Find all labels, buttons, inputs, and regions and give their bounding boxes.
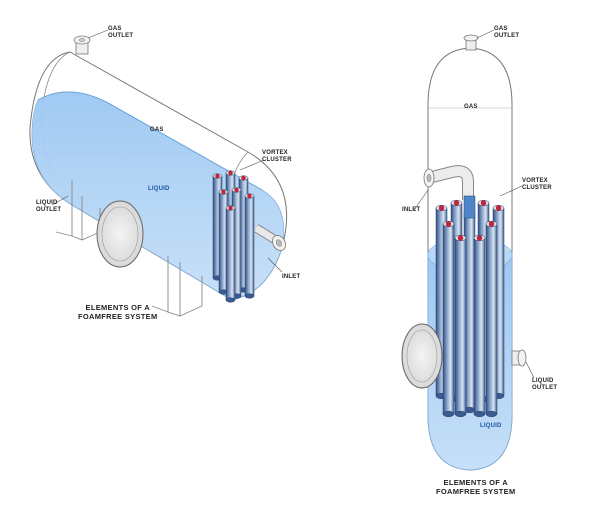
vertical-vessel	[401, 29, 535, 471]
h-gas-outlet-label: GAS OUTLET	[108, 26, 134, 39]
horizontal-vessel	[29, 29, 288, 317]
v-inlet-label: INLET	[402, 207, 421, 213]
v-gas-outlet-label: GAS OUTLET	[494, 26, 520, 39]
v-vortex-tube-9	[473, 235, 486, 417]
horizontal-right-saddle	[151, 256, 203, 317]
vertical-vortex-cluster	[435, 195, 505, 417]
v-vortex-tube-1	[435, 205, 448, 399]
horizontal-gas-outlet-nozzle	[73, 35, 91, 55]
h-gas-label: GAS	[150, 127, 164, 133]
vertical-manway-flange	[401, 323, 443, 389]
v-liquid-outlet-label: LIQUID OUTLET	[532, 378, 558, 391]
v-cluster-hub	[463, 195, 476, 219]
vertical-leader-lines	[413, 29, 535, 379]
horizontal-leader-lines	[51, 29, 283, 273]
v-gas-label: GAS	[464, 104, 478, 110]
v-caption: ELEMENTS OF A FOAMFREE SYSTEM	[436, 478, 516, 496]
v-liquid-label: LIQUID	[480, 423, 502, 429]
h-vortex-tube-7	[225, 205, 236, 303]
v-vortex-tube-8	[454, 235, 467, 417]
v-vortex-tube-5	[442, 221, 455, 417]
vertical-liquid-outlet-nozzle	[511, 349, 527, 367]
v-vortex-tube-7	[485, 221, 498, 417]
horizontal-liquid-surface	[37, 91, 263, 191]
h-caption: ELEMENTS OF A FOAMFREE SYSTEM	[78, 303, 158, 321]
vertical-gas-outlet-nozzle	[463, 34, 479, 51]
h-inlet-label: INLET	[282, 274, 301, 280]
h-vortex-tube-6	[244, 193, 255, 299]
horizontal-manway-flange	[96, 200, 144, 268]
v-vortex-cluster-label: VORTEX CLUSTER	[522, 178, 552, 191]
vertical-inlet-elbow	[423, 165, 474, 200]
h-liquid-label: LIQUID	[148, 186, 170, 192]
h-liquid-outlet-label: LIQUID OUTLET	[36, 200, 62, 213]
horizontal-inlet-pipe	[253, 224, 286, 251]
horizontal-vortex-cluster	[212, 170, 255, 303]
h-vortex-cluster-label: VORTEX CLUSTER	[262, 150, 292, 163]
